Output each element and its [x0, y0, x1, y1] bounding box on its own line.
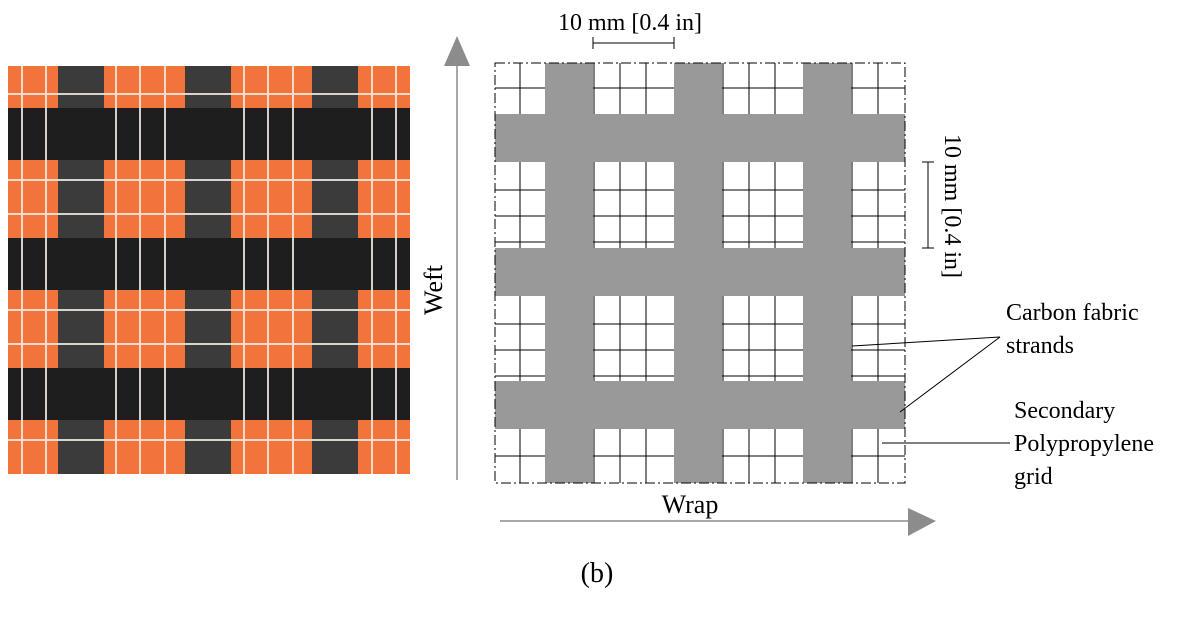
weft-strand	[8, 238, 410, 290]
horizontal-strand	[495, 381, 905, 429]
wrap-label: Wrap	[662, 490, 719, 519]
scale-label-right: 10 mm [0.4 in]	[939, 134, 965, 278]
horizontal-strand	[495, 114, 905, 162]
callout-leaders	[851, 336, 1010, 444]
figure-caption: (b)	[581, 558, 614, 589]
callout-line: Polypropylene	[1014, 431, 1154, 457]
wrap-arrow: Wrap	[500, 490, 936, 536]
callout-polypropylene-grid: Secondary Polypropylene grid	[1014, 398, 1160, 490]
scale-bar-top: 10 mm [0.4 in]	[558, 10, 702, 49]
weft-strand	[8, 108, 410, 160]
arrow-up-icon	[444, 36, 470, 66]
mesh-diagram	[494, 62, 906, 484]
callout-line: Carbon fabric	[1006, 300, 1139, 326]
callout-line: Secondary	[1014, 398, 1115, 424]
photo-threads	[8, 66, 410, 474]
arrow-right-icon	[908, 508, 936, 536]
scale-label-top: 10 mm [0.4 in]	[558, 10, 702, 36]
callout-line: grid	[1014, 464, 1053, 490]
weft-label: Weft	[419, 264, 448, 315]
diagram-border	[494, 62, 906, 484]
callout-line: strands	[1006, 333, 1074, 359]
fabric-photo	[8, 66, 410, 474]
horizontal-strand	[495, 248, 905, 296]
scale-bar-right: 10 mm [0.4 in]	[922, 134, 965, 278]
callout-carbon-strands: Carbon fabric strands	[1006, 300, 1145, 359]
weft-strand	[8, 368, 410, 420]
weft-arrow: Weft	[419, 36, 470, 480]
carbon-strands	[495, 63, 905, 483]
